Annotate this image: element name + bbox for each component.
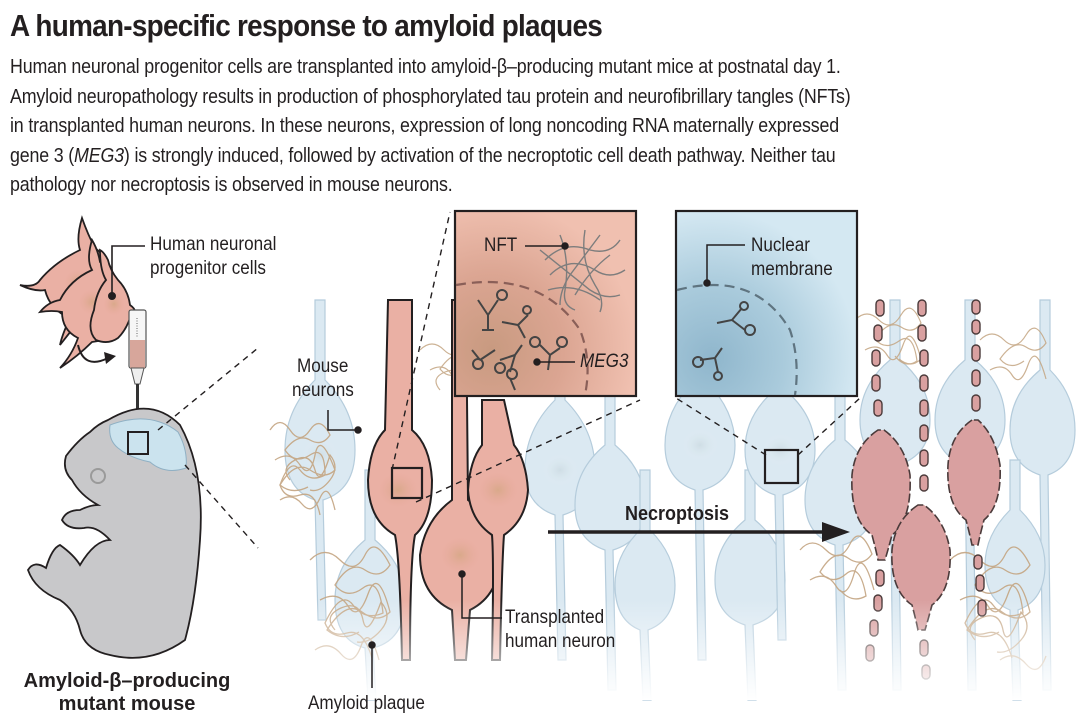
label-mouse-neurons-line2: neurons	[292, 380, 354, 401]
label-mouse-neurons-line1: Mouse	[297, 356, 349, 377]
nft-tangle-icon	[539, 229, 626, 313]
human-neuron-zoom-box	[390, 466, 424, 500]
transfer-arrow-icon	[77, 344, 116, 364]
zoom-guides	[157, 211, 861, 549]
label-transplanted-line1: Transplanted	[505, 607, 605, 628]
mouse-neuron-zoom-box	[763, 448, 800, 485]
amyloid-plaque	[269, 421, 336, 516]
mouse-neuron	[664, 299, 736, 661]
caption-line-1: Human neuronal progenitor cells are tran…	[10, 55, 841, 78]
mouse-neuron	[524, 319, 596, 661]
label-progenitor-line1: Human neuronal	[150, 234, 277, 255]
meg3-rna-icon	[716, 301, 756, 336]
label-mouse-line1: Amyloid-β–producing	[23, 670, 231, 692]
meg3-leader	[533, 358, 575, 366]
nuclear-membrane-dashed	[455, 280, 589, 396]
label-nuclear-line1: Nuclear	[751, 235, 810, 256]
meg3-rna-icons	[471, 289, 568, 391]
label-nft: NFT	[484, 235, 518, 256]
meg3-rna-icon	[692, 347, 723, 381]
human-neuron	[418, 299, 502, 661]
mouse-neurons-leader	[327, 410, 362, 434]
caption-line-5: pathology nor necroptosis is observed in…	[10, 173, 453, 196]
amyloid-plaque-leader	[368, 641, 376, 688]
nft-leader	[525, 242, 569, 250]
meg3-rna-icon	[506, 368, 518, 391]
dying-neuron	[947, 419, 1001, 546]
amyloid-plaque	[854, 307, 1047, 381]
mouse-neuron-inset	[674, 209, 859, 398]
necroptotic-neurons	[851, 419, 1001, 631]
label-meg3: MEG3	[580, 351, 629, 372]
label-mouse-line2: mutant mouse	[58, 693, 196, 715]
meg3-rna-icon	[477, 289, 508, 331]
injection-site-box	[127, 431, 149, 455]
label-nuclear-line2: membrane	[751, 259, 833, 280]
meg3-rna-icons	[692, 301, 756, 381]
label-necroptosis: Necroptosis	[625, 503, 730, 525]
caption-meg3-italic: MEG3	[74, 143, 124, 167]
bottom-fade	[260, 600, 1080, 700]
syringe-icon	[128, 309, 147, 424]
caption-line-3: in transplanted human neurons. In these …	[10, 114, 839, 137]
progenitor-leader	[108, 245, 145, 300]
caption-line-4-pre: gene 3 (	[10, 143, 75, 167]
transplanted-human-neurons	[366, 299, 530, 661]
label-progenitor-line2: progenitor cells	[150, 258, 266, 279]
necroptosis-arrow-icon	[548, 522, 850, 542]
caption-line-4-post: ) is strongly induced, followed by activ…	[123, 143, 836, 167]
caption-line-4: gene 3 (MEG3) is strongly induced, follo…	[10, 141, 1037, 171]
meg3-rna-icon	[471, 349, 496, 370]
nuclear-membrane-leader	[703, 244, 745, 287]
nuclear-membrane-dashed	[676, 283, 798, 396]
label-amyloid-plaque: Amyloid plaque	[308, 693, 425, 714]
transplanted-neuron-leader	[458, 570, 502, 619]
dying-neuron	[851, 429, 911, 561]
caption-line-2: Amyloid neuropathology results in produc…	[10, 84, 851, 108]
figure-caption: Human neuronal progenitor cells are tran…	[10, 52, 1037, 200]
meg3-rna-icon	[501, 305, 541, 348]
human-neuron-inset	[453, 209, 638, 398]
label-transplanted-line2: human neuron	[505, 631, 616, 652]
mouse-pup	[27, 407, 202, 659]
figure-title: A human-specific response to amyloid pla…	[10, 8, 603, 43]
